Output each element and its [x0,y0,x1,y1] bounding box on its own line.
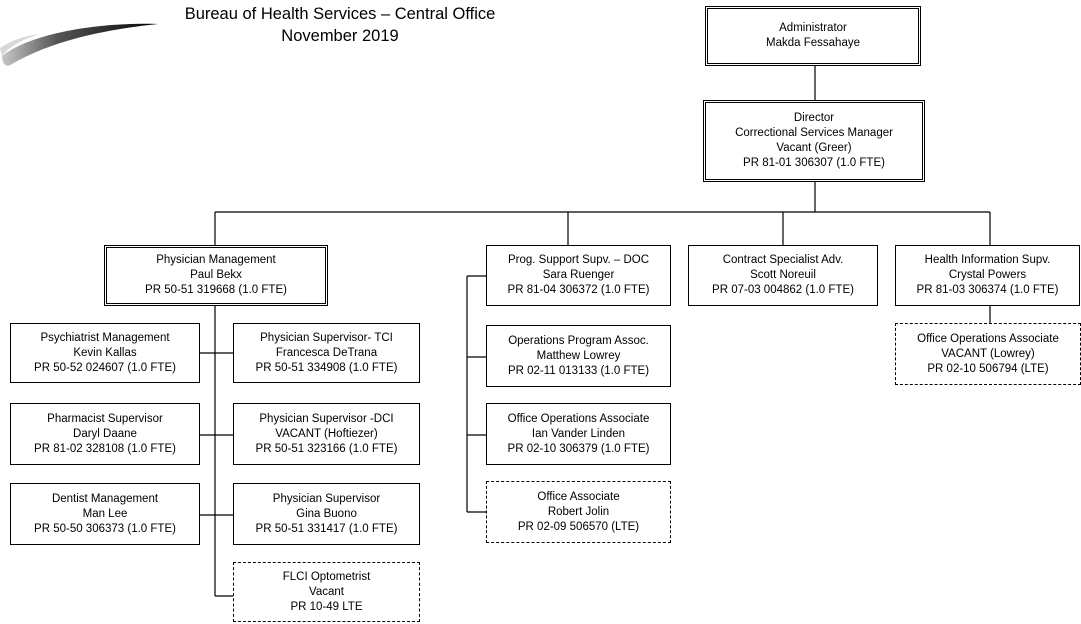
role-title: Pharmacist Supervisor [47,412,163,425]
person-name: Sara Ruenger [542,269,615,281]
dentist-management-box: Dentist Management Man Lee PR 50-50 3063… [10,483,200,545]
position-code: PR 81-01 306307 (1.0 FTE) [743,157,885,169]
position-code: PR 81-04 306372 (1.0 FTE) [507,284,650,296]
person-name: Kevin Kallas [73,346,137,359]
person-name: Ian Vander Linden [531,427,626,440]
flci-optometrist-box: FLCI Optometrist Vacant PR 10-49 LTE [233,562,420,622]
role-title: Office Operations Associate [507,412,650,425]
director-box: Director Correctional Services Manager V… [703,100,925,182]
person-name: Daryl Daane [73,427,137,440]
position-code: PR 81-03 306374 (1.0 FTE) [916,284,1059,296]
position-code: PR 50-51 323166 (1.0 FTE) [255,442,398,455]
prog-support-supv-box: Prog. Support Supv. – DOC Sara Ruenger P… [486,245,671,306]
position-code: PR 02-10 306379 (1.0 FTE) [507,442,650,455]
title-line-1: Bureau of Health Services – Central Offi… [184,5,496,23]
role-title: Office Associate [537,490,620,503]
person-name: Robert Jolin [547,505,610,518]
office-associate-box: Office Associate Robert Jolin PR 02-09 5… [486,481,671,543]
pharmacist-supervisor-box: Pharmacist Supervisor Daryl Daane PR 81-… [10,403,200,465]
position-code: PR 50-52 024607 (1.0 FTE) [34,361,176,374]
role-subtitle: Correctional Services Manager [735,127,893,139]
psychiatrist-management-box: Psychiatrist Management Kevin Kallas PR … [10,323,200,383]
role-title: Dentist Management [51,492,159,505]
position-code: PR 02-09 506570 (LTE) [517,520,640,533]
physician-supervisor-box: Physician Supervisor Gina Buono PR 50-51… [233,483,420,545]
person-name: Gina Buono [296,507,357,520]
role-title: Office Operations Associate [917,332,1059,345]
person-name: Scott Noreuil [750,269,816,281]
position-code: PR 50-50 306373 (1.0 FTE) [34,522,176,535]
title-line-2: November 2019 [281,27,399,45]
swoosh-logo-icon [0,23,158,66]
role-title: Physician Supervisor- TCI [260,331,393,344]
position-code: PR 50-51 334908 (1.0 FTE) [255,361,398,374]
person-name: VACANT (Hoftiezer) [275,427,378,440]
position-code: PR 50-51 319668 (1.0 FTE) [145,284,287,296]
person-name: Matthew Lowrey [536,349,621,362]
contract-specialist-box: Contract Specialist Adv. Scott Noreuil P… [688,245,878,306]
person-name: Vacant (Greer) [776,142,852,154]
position-code: PR 02-10 506794 (LTE) [927,362,1049,375]
role-title: Physician Supervisor -DCI [259,412,394,425]
role-title: Prog. Support Supv. – DOC [507,254,650,266]
role-title: Psychiatrist Management [40,331,170,344]
office-operations-associate-box: Office Operations Associate Ian Vander L… [486,403,671,465]
person-name: Vacant [309,585,344,598]
office-operations-associate-vacant-box: Office Operations Associate VACANT (Lowr… [895,323,1081,385]
person-name: Makda Fessahaye [766,37,860,49]
person-name: Crystal Powers [948,269,1027,281]
role-title: Health Information Supv. [924,254,1051,266]
physician-supervisor-dci-box: Physician Supervisor -DCI VACANT (Hoftie… [233,403,420,465]
position-code: PR 50-51 331417 (1.0 FTE) [255,522,398,535]
role-title: FLCI Optometrist [282,570,371,583]
chart-title: Bureau of Health Services – Central Offi… [120,3,560,47]
role-title: Contract Specialist Adv. [722,254,844,266]
administrator-box: Administrator Makda Fessahaye [705,6,921,66]
position-code: PR 07-03 004862 (1.0 FTE) [712,284,854,296]
physician-supervisor-tci-box: Physician Supervisor- TCI Francesca DeTr… [233,323,420,383]
person-name: Man Lee [82,507,128,520]
operations-program-assoc-box: Operations Program Assoc. Matthew Lowrey… [486,325,671,387]
position-code: PR 81-02 328108 (1.0 FTE) [34,442,176,455]
role-title: Operations Program Assoc. [508,334,649,347]
person-name: Francesca DeTrana [275,346,378,359]
role-title: Director [793,112,835,124]
role-title: Administrator [779,22,847,34]
person-name: Paul Bekx [190,269,242,281]
role-title: Physician Management [156,254,276,266]
position-code: PR 02-11 013133 (1.0 FTE) [507,364,650,377]
role-title: Physician Supervisor [272,492,381,505]
position-code: PR 10-49 LTE [290,600,363,613]
person-name: VACANT (Lowrey) [941,347,1035,360]
physician-management-box: Physician Management Paul Bekx PR 50-51 … [104,245,328,306]
health-information-supv-box: Health Information Supv. Crystal Powers … [895,245,1080,306]
